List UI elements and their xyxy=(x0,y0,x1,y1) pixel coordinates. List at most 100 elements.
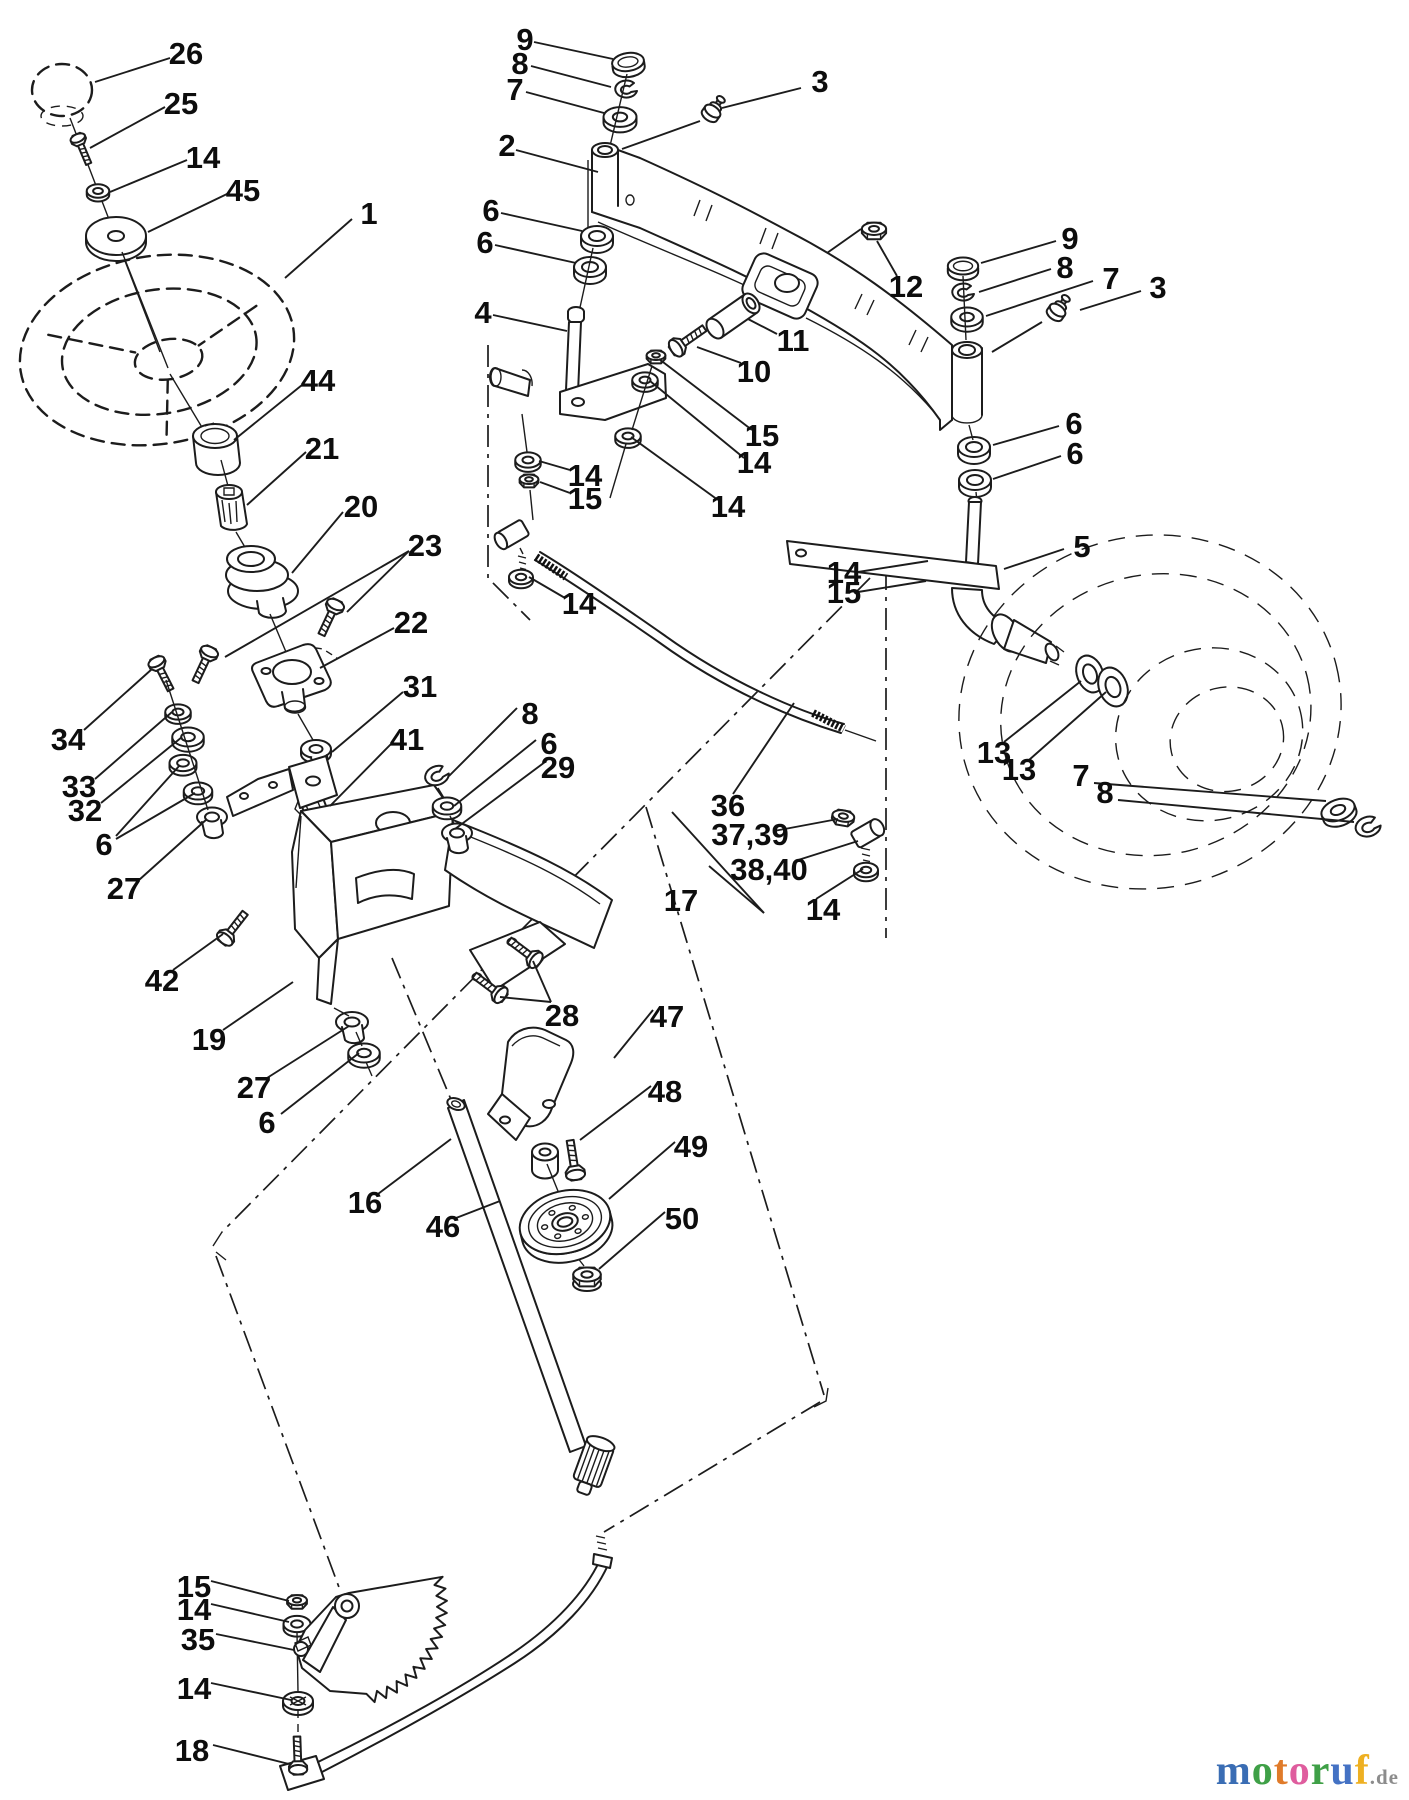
callout-34: 34 xyxy=(51,722,86,757)
callout-27: 27 xyxy=(237,1070,271,1105)
leader-line xyxy=(795,841,858,861)
washer-6 xyxy=(431,796,463,821)
leader-line xyxy=(455,762,545,829)
leader-line xyxy=(500,997,551,1002)
callout-27: 27 xyxy=(107,871,141,906)
callout-7: 7 xyxy=(1072,758,1089,793)
leader-line xyxy=(650,381,744,458)
callout-23: 23 xyxy=(408,528,442,563)
callout-6: 6 xyxy=(1066,436,1083,471)
leader-line xyxy=(495,245,576,263)
callout-14: 14 xyxy=(568,458,603,493)
spacer-11 xyxy=(703,290,763,341)
leader-line xyxy=(631,437,718,500)
spindle-4 xyxy=(490,307,666,420)
leader-lines xyxy=(84,42,1354,1764)
leader-line xyxy=(173,934,223,970)
callout-14: 14 xyxy=(711,489,746,524)
callout-36: 36 xyxy=(711,788,745,823)
leader-line xyxy=(378,1139,451,1194)
callout-8: 8 xyxy=(1056,250,1073,285)
washer-14 xyxy=(508,568,534,590)
bolt-25 xyxy=(68,130,97,168)
callout-14: 14 xyxy=(186,140,221,175)
callout-6: 6 xyxy=(482,193,499,228)
callout-20: 20 xyxy=(344,489,378,524)
leader-line xyxy=(247,452,306,505)
leader-line xyxy=(320,628,394,668)
callout-3: 3 xyxy=(811,64,828,99)
leader-line xyxy=(580,1086,651,1140)
callout-33: 33 xyxy=(62,769,96,804)
leader-line xyxy=(456,1201,500,1218)
bolt-48 xyxy=(559,1137,587,1183)
callout-16: 16 xyxy=(348,1185,382,1220)
leader-line xyxy=(697,347,741,363)
leader-line xyxy=(285,219,352,278)
steering-column-stack xyxy=(186,423,347,818)
leader-line xyxy=(722,88,801,108)
callout-11: 11 xyxy=(777,323,810,358)
leader-line xyxy=(614,1010,653,1058)
callout-45: 45 xyxy=(226,173,260,208)
leader-line xyxy=(101,737,182,803)
e-ring-8 xyxy=(614,79,638,99)
callout-14: 14 xyxy=(827,555,862,590)
detail-boundary-lines xyxy=(213,345,886,1590)
washer-6 xyxy=(958,469,992,498)
leader-line xyxy=(501,213,582,231)
callout-13: 13 xyxy=(977,735,1011,770)
leader-line xyxy=(1029,692,1106,760)
leader-line xyxy=(1004,681,1081,742)
leader-line xyxy=(539,461,570,470)
leader-line xyxy=(827,229,861,253)
leader-line xyxy=(993,456,1061,479)
idler-pulley-49 xyxy=(513,1181,619,1272)
bolt-34 xyxy=(145,653,180,695)
leader-line xyxy=(858,581,926,592)
callout-15: 15 xyxy=(827,575,861,610)
washer-13 xyxy=(1071,652,1108,697)
leader-line xyxy=(110,160,187,192)
steering-boot-20 xyxy=(226,546,298,618)
spacer xyxy=(532,1144,558,1179)
cap-9 xyxy=(609,49,647,81)
washer-6 xyxy=(957,436,991,465)
callout-14: 14 xyxy=(737,445,772,480)
leader-line xyxy=(95,58,170,82)
leader-line xyxy=(139,819,207,880)
leader-line xyxy=(672,812,764,913)
callout-9: 9 xyxy=(1061,221,1078,256)
callout-44: 44 xyxy=(301,363,336,398)
steering-support-bracket-group xyxy=(145,653,612,1076)
washer-14 xyxy=(514,451,542,473)
leader-line xyxy=(347,551,409,612)
leader-line xyxy=(213,1745,289,1764)
callout-5: 5 xyxy=(1073,529,1090,564)
washer-14 xyxy=(86,183,110,203)
callout-6: 6 xyxy=(476,225,493,260)
tie-rod-end-37-39-38-40 xyxy=(829,807,887,883)
leader-line xyxy=(986,281,1093,316)
callout-15: 15 xyxy=(568,481,602,516)
motoruf-logo[interactable]: motoruf.de xyxy=(1216,1750,1399,1792)
washer-6 xyxy=(182,781,214,806)
leader-line xyxy=(223,982,293,1030)
leader-line xyxy=(540,482,570,493)
callout-8: 8 xyxy=(511,46,528,81)
leader-line xyxy=(332,692,403,752)
leader-line xyxy=(979,269,1051,292)
drag-link-36 xyxy=(492,519,887,883)
callout-6: 6 xyxy=(1065,406,1082,441)
front-wheel-dashed xyxy=(921,495,1379,929)
leader-line xyxy=(609,1142,675,1199)
leader-line xyxy=(148,194,227,232)
washer-6 xyxy=(580,225,614,254)
logo-letter: o xyxy=(1251,1748,1274,1794)
callout-3: 3 xyxy=(1149,270,1166,305)
logo-letter: o xyxy=(1288,1748,1311,1794)
callout-6: 6 xyxy=(540,726,557,761)
bolt-42 xyxy=(213,906,254,950)
